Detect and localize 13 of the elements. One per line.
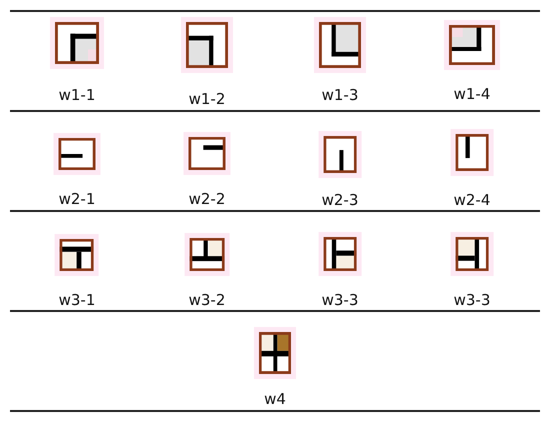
tile-label: w2-3: [322, 191, 358, 209]
tile-label: w1-4: [454, 85, 490, 103]
tile-label: w3-3: [454, 291, 490, 309]
tile-label: w3-3: [322, 291, 358, 309]
tile-label: w1-3: [322, 86, 358, 104]
tile-label: w1-2: [188, 90, 226, 108]
tile-label: w3-1: [58, 291, 96, 309]
tile-label: w3-2: [188, 291, 226, 309]
tile-label: w2-2: [188, 190, 226, 208]
tile-label: w4: [264, 390, 286, 408]
tile-label: w2-1: [58, 190, 96, 208]
tile-label: w2-4: [454, 191, 490, 209]
tile-label: w1-1: [58, 86, 96, 104]
